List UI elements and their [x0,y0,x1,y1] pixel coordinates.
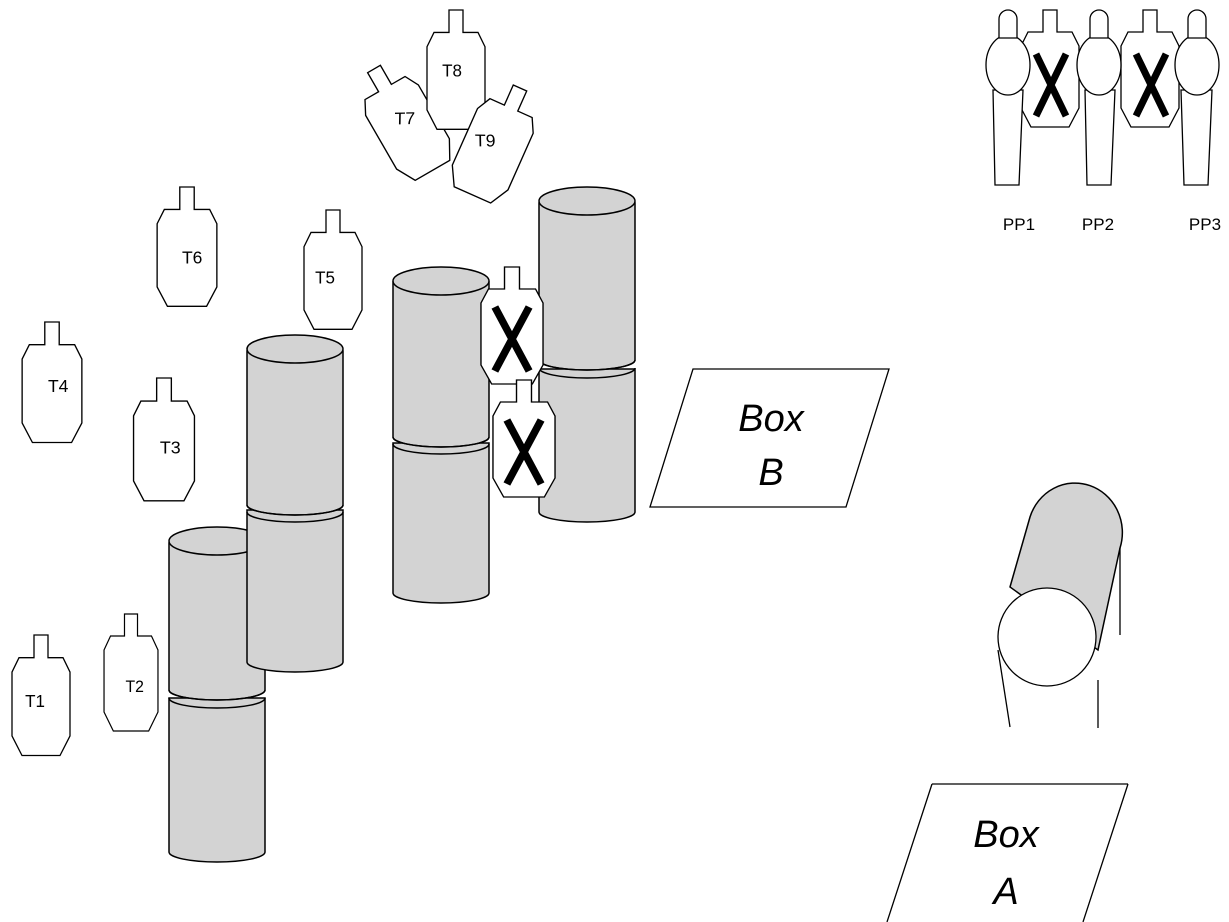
popper-group: PP1 PP2 PP3 [985,9,1221,234]
target-label: T3 [160,438,181,458]
target-t9: T9 [443,74,549,208]
target-t6: T6 [156,186,218,308]
target-t2: T2 [103,613,159,732]
barrel-stack-1 [168,526,266,863]
popper-label-pp1: PP1 [1003,215,1035,234]
box-a-label-line1: Box [973,814,1040,856]
barrel-stack-3 [392,266,490,604]
no-shoot-target-1 [480,266,544,385]
box-b-label-line1: Box [738,398,805,440]
box-a-label-line2: A [991,871,1018,913]
target-label: T9 [475,131,496,151]
target-label: T1 [25,691,45,711]
target-label: T6 [182,248,202,268]
barrel-lying [997,482,1124,728]
popper-label-pp2: PP2 [1082,215,1114,234]
popper-pp3 [1174,9,1220,186]
target-t3: T3 [132,377,196,502]
target-label: T8 [442,60,462,80]
target-label: T5 [315,267,335,287]
popper-pp1 [985,9,1031,186]
box-a: Box A [886,783,1129,922]
target-t7: T7 [346,53,460,187]
barrel-stack-4 [538,186,636,523]
target-t8: T8 [426,9,486,131]
box-b: Box B [649,368,890,508]
popper-no-shoot-2 [1120,9,1180,128]
popper-pp2 [1076,9,1122,186]
target-label: T7 [394,108,415,128]
target-label: T4 [48,376,69,396]
barrel-stack-2 [246,334,344,673]
target-t1: T1 [11,634,71,757]
target-label: T2 [125,678,143,697]
no-shoot-target-2 [492,379,556,498]
target-t4: T4 [21,321,83,444]
popper-no-shoot-1 [1020,9,1080,128]
box-b-label-line2: B [758,452,783,494]
target-t5: T5 [303,209,363,331]
popper-label-pp3: PP3 [1189,215,1221,234]
